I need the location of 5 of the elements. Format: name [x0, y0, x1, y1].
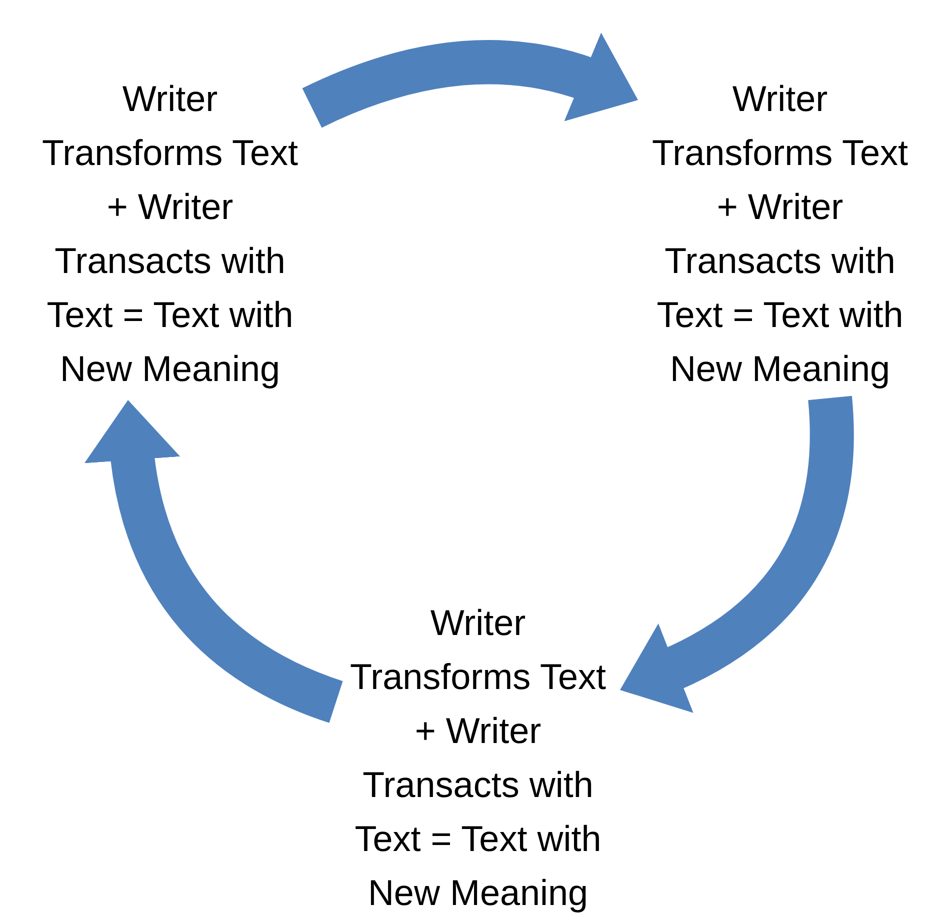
curved-arrow	[302, 32, 639, 128]
curved-arrow	[620, 396, 854, 712]
node-text: Writer Transforms Text + Writer Transacts with Text = Text with New Meaning	[40, 77, 300, 391]
node-text: Writer Transforms Text + Writer Transacts with Text = Text with New Meaning	[650, 77, 910, 391]
node-text: Writer Transforms Text + Writer Transacts with Text = Text with New Meaning	[348, 601, 608, 915]
